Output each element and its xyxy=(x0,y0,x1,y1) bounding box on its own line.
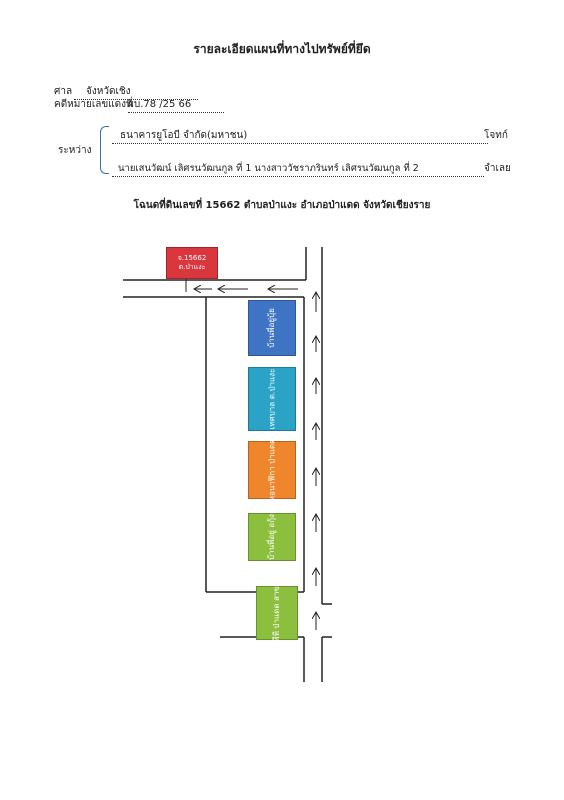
landmark-label: หอนาฬิกา ป่าแดด xyxy=(267,438,277,502)
plaintiff-label: โจทก์ xyxy=(484,130,508,141)
defendant-label: จำเลย xyxy=(484,163,511,174)
landmark-gas-station: ปั้มพีที ป่าแดด สาขา 2 xyxy=(256,574,298,652)
landmark-municipality: เทศบาล ต.ป่าแงะ xyxy=(248,367,296,431)
case-value: ผบ.78 /25 66 xyxy=(128,97,224,113)
court-value: จังหวัดเชิง xyxy=(74,84,198,100)
landmark-label: บ้านพี่อยู่บุ้ย xyxy=(266,308,276,348)
target-property: จ.15662 ต.ป่าแงะ xyxy=(166,247,218,279)
map-subtitle: โฉนดที่ดินเลขที่ 15662 ตำบลป่าแงะ อำเภอป… xyxy=(133,200,431,211)
target-deed-number: จ.15662 xyxy=(177,254,207,262)
target-subdistrict: ต.ป่าแงะ xyxy=(178,263,206,271)
landmark-house-2: บ้านพี่อยู่ อกุ้ง xyxy=(248,513,296,561)
court-label: ศาล xyxy=(54,86,73,97)
plaintiff-name: ธนาคารยูโอบี จำกัด(มหาชน) xyxy=(112,128,488,144)
landmark-label: เทศบาล ต.ป่าแงะ xyxy=(267,368,276,430)
defendant-name: นายเสนวัฒน์ เลิศรนวัฒนกูล ที่ 1 นางสาววั… xyxy=(112,161,484,177)
case-label: คดีหมายเลขแดงที่ xyxy=(54,99,133,110)
landmark-clock-tower: หอนาฬิกา ป่าแดด xyxy=(248,438,296,502)
landmark-label: บ้านพี่อยู่ อกุ้ง xyxy=(267,514,276,560)
page-title: รายละเอียดแผนที่ทางไปทรัพย์ที่ยึด xyxy=(193,42,371,56)
between-label: ระหว่าง xyxy=(58,145,92,156)
parties-brace xyxy=(100,126,109,174)
landmark-label: ปั้มพีที ป่าแดด สาขา 2 xyxy=(272,573,282,653)
landmark-house-1: บ้านพี่อยู่บุ้ย xyxy=(248,300,296,356)
